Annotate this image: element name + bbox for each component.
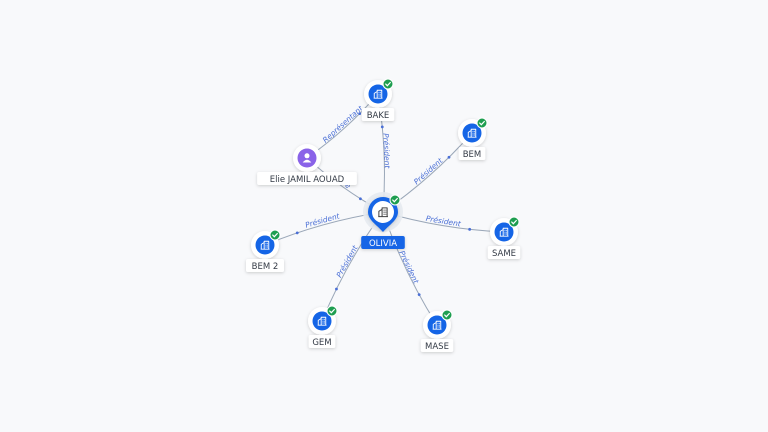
node-same[interactable]: SAME [487,216,521,259]
verified-check-icon [326,305,338,317]
building-icon [494,222,514,242]
node-label: MASE [425,342,449,352]
verified-check-icon [389,194,401,206]
node-label-tag: GEM [308,335,336,348]
edge-arrow-dot [468,227,472,231]
node-gem[interactable]: GEM [308,305,338,348]
node-label: OLIVIA [369,239,397,249]
edge-arrow-dot [335,287,338,291]
building-icon [312,311,332,331]
verified-check-icon [508,216,520,228]
node-label-tag: OLIVIA [361,236,405,249]
verified-check-icon [382,78,394,90]
node-label-tag: Elie JAMIL AOUAD [257,172,357,185]
node-label-tag: BEM 2 [246,259,284,272]
node-label-tag: MASE [420,339,454,352]
person-icon [297,148,317,168]
edge-label: Président [397,249,421,286]
verified-check-icon [269,229,281,241]
node-center[interactable]: OLIVIA [361,192,405,249]
nodes-layer: BAKE BEM SAME MASE GEM BEM 2 Elie JAMIL AOUAD O… [246,78,521,352]
edge-label: Président [304,211,341,229]
building-icon [462,123,482,143]
edge-arrow-dot [447,155,451,159]
node-mase[interactable]: MASE [420,309,454,352]
node-label-tag: BAKE [361,108,395,121]
edge-arrow-dot [417,293,421,297]
node-label: BAKE [367,111,390,121]
edge-label: Président [335,243,361,279]
node-label: BEM [463,150,482,160]
edge-label: Président [381,133,392,170]
node-label-tag: BEM [458,147,486,160]
building-icon [368,84,388,104]
edge-arrow-dot [359,197,362,201]
edge-arrow-dot [358,112,362,116]
node-label: BEM 2 [252,262,279,272]
verified-check-icon [441,309,453,321]
edge-label: Président [425,214,462,229]
node-label: Elie JAMIL AOUAD [270,175,345,185]
node-bem[interactable]: BEM [458,117,488,160]
node-label: SAME [492,249,516,259]
node-person[interactable]: Elie JAMIL AOUAD [257,144,357,185]
verified-check-icon [476,117,488,129]
edge-arrow-dot [380,125,384,129]
node-label-tag: SAME [487,246,521,259]
edge-arrow-dot [295,231,299,235]
edge-label: Représentant [321,103,366,144]
building-icon [255,235,275,255]
edge-label: Président [412,156,445,187]
node-bem2[interactable]: BEM 2 [246,229,284,272]
edge-person-bake: Représentant [306,93,379,159]
building-icon [427,315,447,335]
node-bake[interactable]: BAKE [361,78,395,121]
node-label: GEM [312,338,331,348]
